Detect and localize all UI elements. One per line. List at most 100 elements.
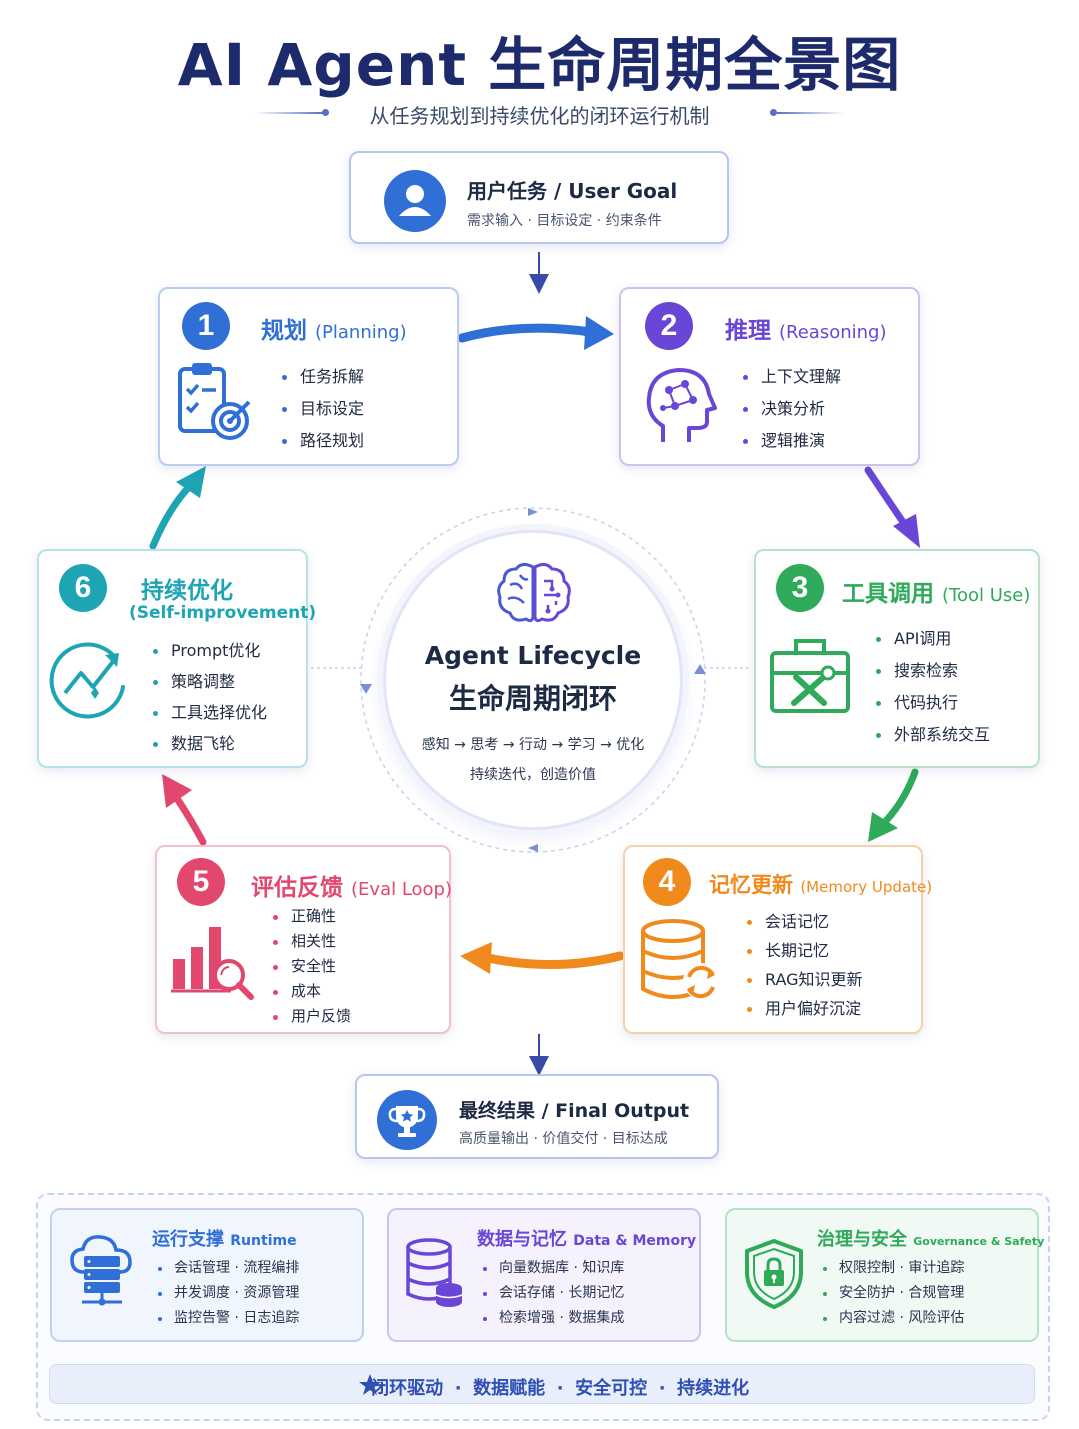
motto-item: 闭环驱动 [371,1378,444,1399]
brain-icon [496,561,572,631]
orbit-ring [360,507,706,853]
stage-items: 会话记忆 长期记忆 RAG知识更新 用户偏好沉淀 [747,907,863,1023]
shield-lock-icon [743,1238,805,1314]
stage-items: Prompt优化 策略调整 工具选择优化 数据飞轮 [153,635,267,759]
motto-separator: · [556,1378,564,1399]
motto-text: 闭环驱动·数据赋能·安全可控·持续进化 [50,1374,1034,1400]
final-output-sub: 高质量输出 · 价值交付 · 目标达成 [459,1131,668,1147]
stage-title-en: (Planning) [315,322,407,343]
stage-items: 正确性 相关性 安全性 成本 用户反馈 [273,904,351,1029]
orbit-marker-left [360,684,372,694]
list-item: 工具选择优化 [153,697,267,728]
stage-card-reasoning: 2 推理 (Reasoning) 上下文理解 决策分析 逻辑推演 [619,287,920,466]
support-title-cn: 运行支撑 [152,1229,224,1250]
stage-card-planning: 1 规划 (Planning) 任务拆解 目标设定 路径规划 [158,287,459,466]
stage-title-en: (Tool Use) [942,585,1031,606]
motto-separator: · [454,1378,462,1399]
stage-title-cn: 评估反馈 [251,875,343,901]
arrow-3-4-head [868,812,898,842]
stage-items: 上下文理解 决策分析 逻辑推演 [743,361,841,457]
stage-number: 5 [177,858,225,906]
stage-title-cn: 记忆更新 [709,873,793,897]
center-tagline: 持续迭代，创造价值 [470,767,596,783]
stage-number: 3 [776,564,824,612]
stage-number: 6 [59,564,107,612]
support-title: 治理与安全 Governance & Safety [817,1225,1044,1251]
list-item: 正确性 [273,904,351,929]
list-item: 用户偏好沉淀 [747,994,863,1023]
stage-card-tool-use: 3 工具调用 (Tool Use) API调用 搜索检索 代码执行 外部系统交互 [754,549,1040,768]
user-goal-card: 用户任务 / User Goal 需求输入 · 目标设定 · 约束条件 [349,151,729,244]
cloud-server-icon [70,1234,134,1310]
final-output-card: 最终结果 / Final Output 高质量输出 · 价值交付 · 目标达成 [355,1074,719,1159]
subtitle-row: 从任务规划到持续优化的闭环运行机制 [0,98,1079,128]
list-item: 安全防护 · 合规管理 [823,1281,964,1306]
arrow-6-1-head [176,466,206,498]
stage-number: 1 [182,302,230,350]
list-item: 会话存储 · 长期记忆 [483,1281,624,1306]
database-sync-icon [639,919,721,1009]
stage-items: 任务拆解 目标设定 路径规划 [282,361,364,457]
list-item: API调用 [876,623,990,655]
page-title: AI Agent 生命周期全景图 [177,31,902,99]
list-item: 任务拆解 [282,361,364,393]
orbit-marker-top [528,508,538,516]
motto-item: 数据赋能 [473,1378,546,1399]
list-item: 会话记忆 [747,907,863,936]
arrow-1-2 [457,323,595,343]
arrow-4-5-head [460,942,492,974]
stage-number: 4 [643,858,691,906]
support-title-cn: 数据与记忆 [477,1229,567,1250]
stage-title-en: (Eval Loop) [351,879,453,900]
list-item: 内容过滤 · 风险评估 [823,1306,964,1331]
support-card-data-memory: 数据与记忆 Data & Memory 向量数据库 · 知识库 会话存储 · 长… [387,1208,701,1342]
star-icon [358,1373,382,1401]
list-item: 权限控制 · 审计追踪 [823,1256,964,1281]
final-output-title: 最终结果 / Final Output [459,1100,690,1122]
list-item: 并发调度 · 资源管理 [158,1281,299,1306]
support-items: 向量数据库 · 知识库 会话存储 · 长期记忆 检索增强 · 数据集成 [483,1256,624,1331]
stage-title: 记忆更新 (Memory Update) [709,869,932,899]
stage-title-cn: 持续优化 [141,578,233,604]
support-title-en: Governance & Safety [913,1235,1045,1248]
list-item: Prompt优化 [153,635,267,666]
stage-number: 2 [645,302,693,350]
list-item: 安全性 [273,954,351,979]
motto-separator: · [658,1378,666,1399]
stage-title-en: (Reasoning) [779,322,887,343]
arrow-4-5 [483,951,625,969]
stage-card-self-improvement: 6 持续优化 (Self-improvement) Prompt优化 策略调整 … [37,549,316,768]
list-item: 上下文理解 [743,361,841,393]
list-item: 策略调整 [153,666,267,697]
stage-title: 评估反馈 (Eval Loop) [251,868,452,902]
arrow-5-6-head [162,774,192,808]
support-title-en: Data & Memory [573,1233,697,1249]
orbit-marker-right [694,664,706,674]
center-title-cn: 生命周期闭环 [448,682,617,715]
support-items: 会话管理 · 流程编排 并发调度 · 资源管理 监控告警 · 日志追踪 [158,1256,299,1331]
arrow-2-3-head [893,514,920,548]
subtitle-left-dot [322,109,329,116]
page-subtitle: 从任务规划到持续优化的闭环运行机制 [369,104,710,128]
center-title: Agent Lifecycle [424,641,642,670]
support-title: 运行支撑 Runtime [152,1225,297,1251]
user-icon [384,170,446,236]
motto-item: 持续进化 [677,1378,750,1399]
stage-title-cn: 推理 [725,318,771,344]
motto-bar: 闭环驱动·数据赋能·安全可控·持续进化 [49,1364,1035,1404]
support-card-runtime: 运行支撑 Runtime 会话管理 · 流程编排 并发调度 · 资源管理 监控告… [50,1208,364,1342]
list-item: 代码执行 [876,687,990,719]
list-item: 相关性 [273,929,351,954]
list-item: 目标设定 [282,393,364,425]
list-item: 搜索检索 [876,655,990,687]
stage-title: 工具调用 (Tool Use) [842,574,1030,608]
support-title-cn: 治理与安全 [817,1229,907,1250]
trophy-icon [377,1090,437,1154]
stage-title-cn: 规划 [261,318,307,344]
list-item: 逻辑推演 [743,425,841,457]
stage-card-eval-loop: 5 评估反馈 (Eval Loop) 正确性 相关性 安全性 成本 用户反馈 [155,845,452,1034]
arrow-6-1 [149,484,192,550]
clipboard-target-icon [176,361,254,447]
stage-title: 规划 (Planning) [261,311,407,345]
subtitle-right-dot [770,109,777,116]
